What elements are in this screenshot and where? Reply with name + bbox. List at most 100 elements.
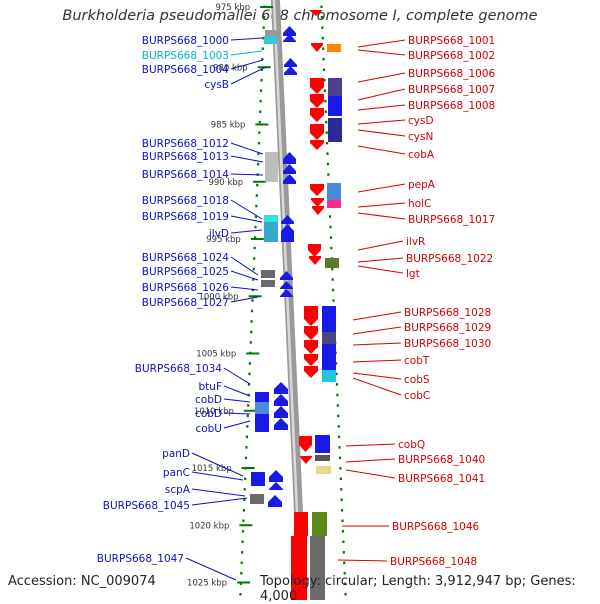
- gene-arrow-forward: [280, 271, 293, 280]
- gene-block: [255, 402, 269, 414]
- left-label-leader: [191, 488, 246, 497]
- gene-block: [327, 44, 341, 52]
- left-gene-label: cobD: [195, 408, 222, 420]
- right-label-leader: [345, 458, 396, 463]
- gene-arrow-forward: [281, 224, 294, 242]
- left-gene-label: BURPS668_1045: [103, 500, 190, 512]
- gene-block: [264, 215, 278, 223]
- gene-arrow-reverse: [304, 366, 318, 378]
- left-gene-label: panC: [163, 467, 190, 479]
- gene-block: [316, 466, 331, 474]
- gene-block: [265, 152, 278, 182]
- label-leader-lines: [185, 37, 406, 581]
- gene-block: [261, 270, 275, 278]
- right-label-leader: [357, 145, 406, 155]
- right-gene-label: BURPS668_1008: [408, 100, 495, 112]
- right-gene-label: BURPS668_1041: [398, 473, 485, 485]
- gene-arrow-reverse: [310, 108, 324, 122]
- right-label-leader: [357, 49, 406, 56]
- gene-arrow-reverse: [310, 184, 324, 196]
- gene-arrow-forward: [284, 58, 297, 67]
- right-label-leader: [345, 469, 396, 479]
- right-gene-label: BURPS668_1028: [404, 307, 491, 319]
- gene-arrow-forward: [283, 152, 296, 164]
- left-gene-label: BURPS668_1034: [135, 363, 223, 375]
- gene-block: [325, 258, 339, 268]
- right-gene-label: BURPS668_1048: [390, 556, 477, 568]
- gene-block: [328, 78, 342, 96]
- chromosome-backbone-highlight: [272, 0, 303, 600]
- chromosome-axis: [270, 0, 307, 600]
- gene-arrow-reverse: [312, 206, 324, 215]
- right-label-leader: [352, 372, 402, 380]
- right-gene-label: cobS: [404, 374, 430, 386]
- gene-arrow-forward: [281, 215, 294, 224]
- right-gene-label: BURPS668_1046: [392, 521, 480, 533]
- gene-block: [264, 222, 278, 242]
- gene-arrow-forward: [284, 66, 297, 75]
- right-gene-label: cobC: [404, 390, 430, 402]
- right-gene-label: BURPS668_1007: [408, 84, 495, 96]
- right-label-leader: [352, 342, 402, 346]
- left-gene-label: cobU: [195, 423, 222, 435]
- gene-arrow-forward: [280, 289, 293, 297]
- accession-text: Accession: NC_009074: [8, 574, 156, 589]
- left-label-leader: [223, 420, 251, 429]
- gene-block: [322, 344, 336, 370]
- gene-arrow-reverse: [304, 326, 318, 340]
- right-gene-label: BURPS668_1030: [404, 338, 491, 350]
- right-gene-label: BURPS668_1001: [408, 35, 495, 47]
- left-label-leader: [223, 367, 251, 385]
- left-label-leader: [223, 385, 251, 397]
- scale-label: 1005 kbp: [196, 350, 236, 360]
- right-gene-label: cobT: [404, 355, 430, 367]
- right-label-leader: [357, 265, 404, 274]
- left-gene-label: ilvD: [209, 228, 229, 240]
- right-label-leader: [357, 257, 404, 263]
- gene-block: [261, 280, 275, 287]
- right-gene-label: BURPS668_1006: [408, 68, 496, 80]
- gene-arrow-reverse: [304, 354, 318, 366]
- gene-arrow-reverse: [310, 140, 324, 150]
- left-label-leader: [223, 398, 251, 403]
- left-label-leader: [191, 497, 248, 506]
- left-gene-label: BURPS668_1024: [142, 252, 230, 264]
- gene-arrow-forward: [269, 470, 283, 482]
- gene-arrow-forward: [283, 164, 296, 174]
- gene-arrow-forward: [283, 26, 296, 36]
- gene-arrow-reverse: [300, 456, 312, 464]
- gene-block: [312, 512, 327, 536]
- right-label-leader: [352, 377, 402, 396]
- left-gene-label: BURPS668_1047: [97, 553, 184, 565]
- left-gene-label: BURPS668_1014: [142, 169, 230, 181]
- left-gene-label: cobD: [195, 394, 222, 406]
- right-label-leader: [357, 119, 406, 125]
- gene-block: [251, 472, 265, 486]
- scale-label: 985 kbp: [211, 121, 246, 131]
- gene-arrow-reverse: [299, 436, 312, 452]
- right-label-leader: [357, 104, 406, 111]
- scale-label: 975 kbp: [215, 3, 250, 13]
- right-label-leader: [352, 359, 402, 363]
- scale-label: 1025 kbp: [187, 579, 227, 589]
- right-gene-label: BURPS668_1002: [408, 50, 495, 62]
- left-gene-label: BURPS668_1018: [142, 195, 229, 207]
- gene-block: [322, 370, 336, 382]
- right-label-leader: [357, 212, 406, 220]
- scale-label: 980 kbp: [213, 63, 248, 73]
- right-gene-label: BURPS668_1029: [404, 322, 491, 334]
- left-label-leader: [230, 270, 259, 281]
- left-track-line: [239, 0, 266, 600]
- gene-arrow-forward: [274, 418, 288, 430]
- gene-labels: BURPS668_1000BURPS668_1003BURPS668_1004c…: [97, 35, 496, 568]
- chromosome-backbone: [270, 0, 307, 600]
- left-label-leader: [230, 173, 264, 176]
- right-label-leader: [352, 311, 402, 321]
- right-label-leader: [357, 72, 406, 83]
- gene-arrow-reverse: [310, 94, 324, 108]
- gene-block: [322, 306, 336, 332]
- left-label-leader: [230, 229, 263, 234]
- right-gene-label: cysD: [408, 115, 434, 127]
- right-label-leader: [357, 129, 406, 137]
